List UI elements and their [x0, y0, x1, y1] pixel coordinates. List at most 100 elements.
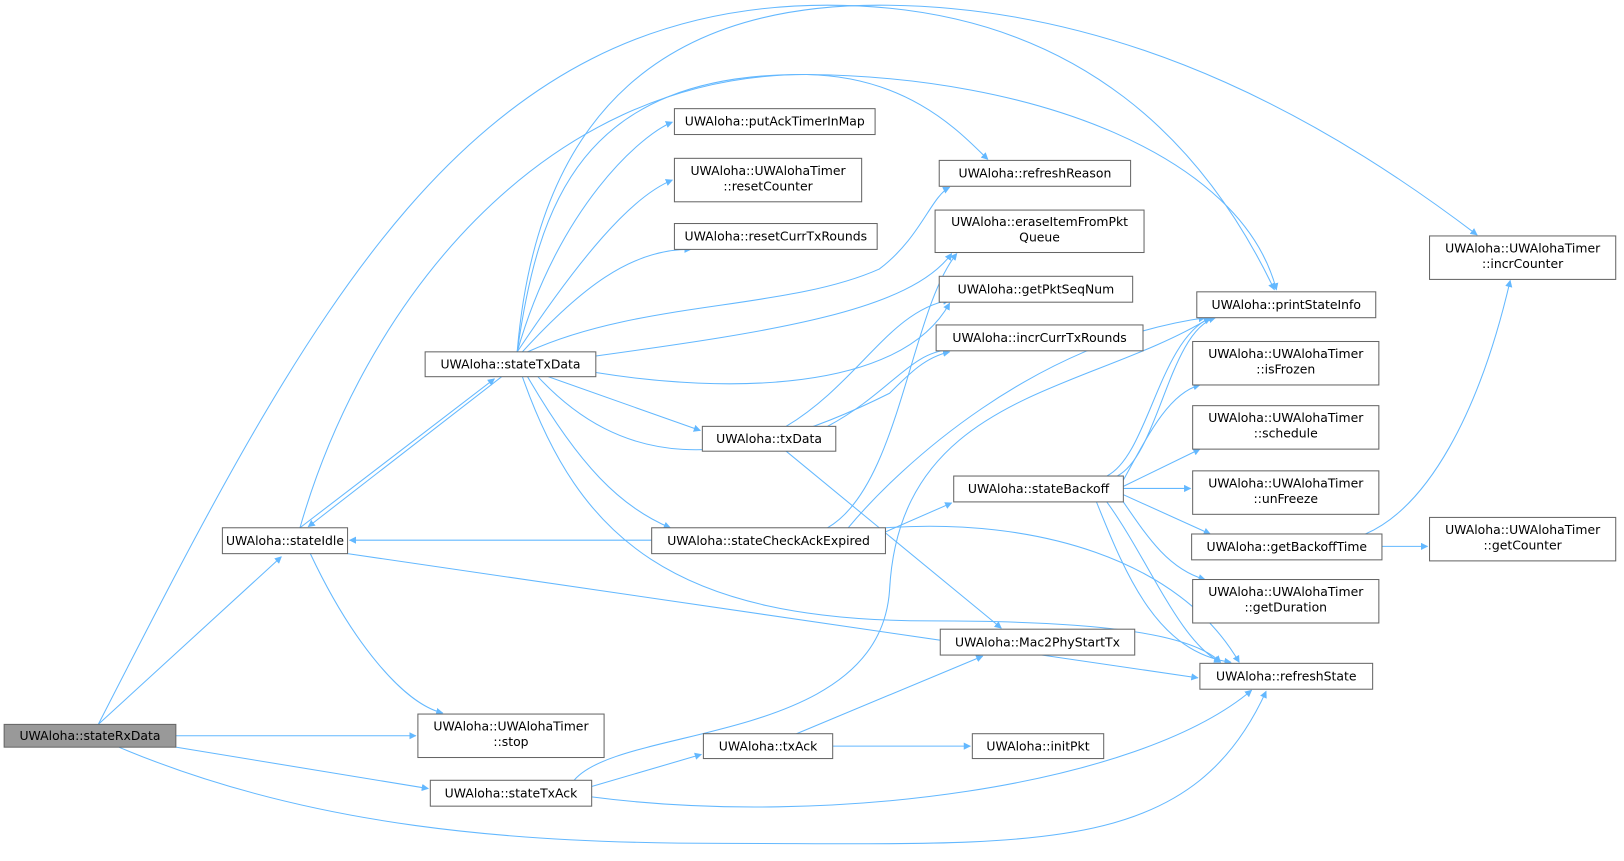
node-label: UWAloha::UWAlohaTimer	[1208, 410, 1364, 425]
node-refreshReason[interactable]: UWAloha::refreshReason	[938, 159, 1132, 187]
call-edge	[1123, 448, 1201, 487]
node-label: UWAloha::UWAlohaTimer	[690, 163, 846, 178]
node-label: UWAloha::UWAlohaTimer	[1445, 241, 1601, 256]
call-edge	[1365, 279, 1513, 535]
node-getBackoffTime[interactable]: UWAloha::getBackoffTime	[1191, 533, 1383, 561]
node-label: ::incrCounter	[1482, 256, 1564, 271]
node-getPktSeqNum[interactable]: UWAloha::getPktSeqNum	[938, 275, 1134, 303]
call-edge	[516, 179, 674, 353]
call-edge	[1106, 317, 1211, 477]
node-label: UWAloha::stateBackoff	[968, 481, 1110, 496]
call-edge	[97, 4, 1275, 725]
node-label: ::stop	[493, 734, 528, 749]
node-label: UWAloha::txData	[716, 431, 822, 446]
node-stateRxData[interactable]: UWAloha::stateRxData	[3, 723, 177, 748]
node-label: UWAloha::getBackoffTime	[1207, 539, 1368, 554]
call-edge	[785, 450, 1002, 629]
node-stateBackoff[interactable]: UWAloha::stateBackoff	[953, 475, 1124, 503]
call-edge	[118, 690, 1267, 845]
call-edge	[591, 752, 703, 787]
node-box	[424, 351, 597, 378]
node-resetCounter[interactable]: UWAloha::UWAlohaTimer::resetCounter	[673, 157, 863, 203]
node-label: ::unFreeze	[1253, 491, 1318, 506]
node-refreshState[interactable]: UWAloha::refreshState	[1199, 662, 1374, 690]
node-getCounter[interactable]: UWAloha::UWAlohaTimer::getCounter	[1429, 516, 1617, 562]
node-label: UWAloha::stateCheckAckExpired	[667, 533, 870, 548]
call-edge	[1123, 494, 1211, 535]
node-box	[1429, 235, 1617, 280]
call-edge	[885, 525, 1240, 663]
node-box	[953, 475, 1124, 503]
node-label: UWAloha::initPkt	[986, 738, 1089, 753]
node-label: UWAloha::UWAlohaTimer	[433, 719, 589, 734]
node-getDuration[interactable]: UWAloha::UWAlohaTimer::getDuration	[1192, 579, 1380, 624]
node-unFreeze[interactable]: UWAloha::UWAlohaTimer::unFreeze	[1192, 470, 1380, 515]
node-box	[651, 527, 886, 555]
node-box	[673, 157, 863, 203]
node-box	[702, 733, 834, 760]
node-stateTxData[interactable]: UWAloha::stateTxData	[424, 351, 597, 378]
call-edge	[516, 73, 1279, 352]
call-edge	[548, 376, 701, 432]
call-edge	[785, 297, 951, 427]
node-schedule[interactable]: UWAloha::UWAlohaTimer::schedule	[1192, 405, 1380, 450]
node-label: UWAloha::UWAlohaTimer	[1208, 346, 1364, 361]
call-edge	[347, 553, 1199, 681]
node-txData[interactable]: UWAloha::txData	[701, 425, 837, 452]
call-edge	[307, 376, 502, 528]
node-label: ::isFrozen	[1256, 362, 1315, 377]
node-label: UWAloha::UWAlohaTimer	[1208, 584, 1364, 599]
node-resetCurrTxRounds[interactable]: UWAloha::resetCurrTxRounds	[673, 223, 878, 250]
node-box	[417, 713, 605, 759]
node-box	[1199, 662, 1374, 690]
node-box	[1192, 470, 1380, 515]
node-box	[1191, 533, 1383, 561]
node-stop[interactable]: UWAloha::UWAlohaTimer::stop	[417, 713, 605, 759]
node-label: UWAloha::stateTxData	[440, 356, 580, 371]
call-edge	[595, 252, 953, 357]
node-stateTxAck[interactable]: UWAloha::stateTxAck	[429, 779, 593, 807]
node-box	[1196, 291, 1377, 319]
call-edge	[527, 186, 951, 353]
node-box	[221, 527, 349, 555]
node-label: UWAloha::UWAlohaTimer	[1208, 475, 1364, 490]
node-txAck[interactable]: UWAloha::txAck	[702, 733, 834, 760]
node-box	[934, 209, 1145, 254]
node-Mac2PhyStartTx[interactable]: UWAloha::Mac2PhyStartTx	[939, 628, 1136, 656]
node-isFrozen[interactable]: UWAloha::UWAlohaTimer::isFrozen	[1192, 340, 1380, 386]
call-edge	[527, 376, 671, 529]
call-edge	[796, 655, 984, 735]
node-label: UWAloha::stateIdle	[226, 533, 344, 548]
node-label: ::resetCounter	[723, 178, 813, 193]
node-putAckTimerInMap[interactable]: UWAloha::putAckTimerInMap	[673, 108, 876, 136]
node-box	[1192, 340, 1380, 386]
call-edge	[595, 302, 951, 385]
node-printStateInfo[interactable]: UWAloha::printStateInfo	[1196, 291, 1377, 319]
node-label: UWAloha::resetCurrTxRounds	[685, 229, 868, 244]
node-box	[673, 223, 878, 250]
node-label: ::schedule	[1254, 426, 1318, 441]
node-box	[429, 779, 593, 807]
call-edge	[1095, 501, 1232, 665]
node-label: UWAloha::getPktSeqNum	[958, 281, 1115, 296]
node-incrCurrTxRounds[interactable]: UWAloha::incrCurrTxRounds	[935, 324, 1144, 352]
call-edge	[516, 121, 674, 352]
node-box	[673, 108, 876, 136]
node-stateIdle[interactable]: UWAloha::stateIdle	[221, 527, 349, 555]
node-initPkt[interactable]: UWAloha::initPkt	[971, 733, 1105, 760]
call-edge	[827, 346, 951, 427]
node-stateCheckAckExpired[interactable]: UWAloha::stateCheckAckExpired	[651, 527, 886, 555]
call-edge	[573, 317, 1211, 781]
call-edge	[1122, 501, 1206, 582]
call-edge	[591, 689, 1253, 808]
call-edge	[1122, 383, 1201, 481]
call-edge	[299, 378, 496, 529]
node-box	[939, 628, 1136, 656]
node-label: UWAloha::stateTxAck	[445, 785, 578, 800]
node-box	[1192, 405, 1380, 450]
node-label: ::getDuration	[1244, 600, 1327, 615]
node-incrCounter[interactable]: UWAloha::UWAlohaTimer::incrCounter	[1429, 235, 1617, 280]
node-box	[938, 159, 1132, 187]
